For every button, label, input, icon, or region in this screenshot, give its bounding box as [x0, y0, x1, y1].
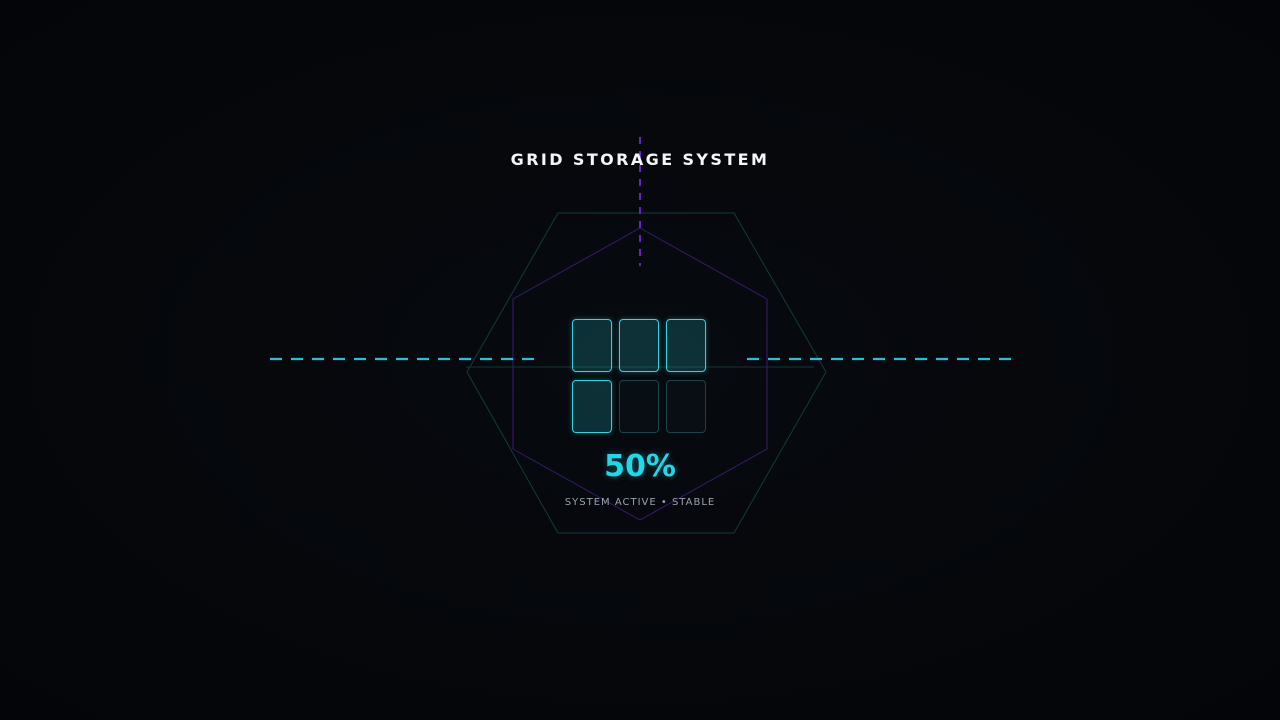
capacity-percent: 50% [604, 449, 676, 484]
inner-hexagon [512, 227, 768, 521]
storage-cell [619, 380, 659, 433]
outer-hexagon [466, 212, 827, 534]
storage-cell [572, 319, 612, 372]
storage-cell [666, 319, 706, 372]
storage-cell-grid [572, 319, 708, 435]
storage-cell [619, 319, 659, 372]
storage-cell [666, 380, 706, 433]
status-text: SYSTEM ACTIVE • STABLE [564, 497, 716, 508]
page-title: GRID STORAGE SYSTEM [510, 150, 770, 169]
storage-cell [572, 380, 612, 433]
